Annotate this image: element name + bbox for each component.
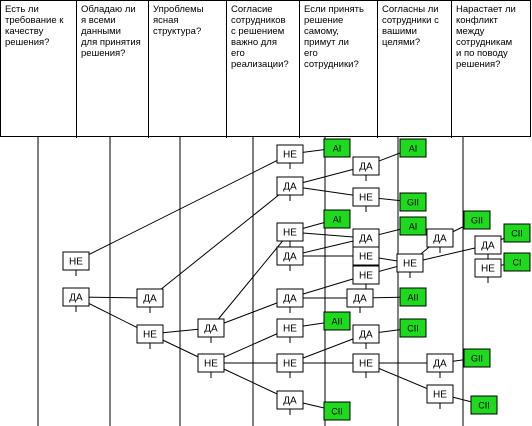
- outcome-box: [503, 223, 531, 243]
- outcome-label: CII: [331, 407, 343, 417]
- decision-label: ДА: [283, 252, 297, 263]
- decision-label: НЕ: [359, 359, 373, 370]
- decision-label: НЕ: [283, 324, 297, 335]
- outcome-label: CII: [511, 229, 523, 239]
- decision-label: ДА: [283, 294, 297, 305]
- decision-label: ДА: [143, 294, 157, 305]
- decision-label: ДА: [359, 162, 373, 173]
- outcome-label: AI: [333, 215, 342, 225]
- outcome-box: [503, 252, 531, 272]
- decision-label: ДА: [481, 241, 495, 252]
- decision-label: НЕ: [403, 259, 417, 270]
- outcome-label: GII: [471, 216, 483, 226]
- outcome-box: [470, 395, 498, 415]
- question-6: Согласны ли сотрудники с вашими целями?: [382, 4, 439, 48]
- header-divider: [299, 1, 300, 138]
- outcome-label: GII: [407, 198, 419, 208]
- question-3: Упроблемы ясная структура?: [153, 4, 204, 37]
- outcome-box: [399, 138, 427, 158]
- question-2: Обладаю ли я всеми данными для принятия …: [81, 4, 141, 59]
- header-divider: [451, 1, 452, 138]
- tree-edge: [149, 185, 291, 299]
- decision-label: НЕ: [69, 257, 83, 268]
- header-divider: [148, 1, 149, 138]
- outcome-label: CII: [407, 324, 419, 334]
- decision-label: НЕ: [359, 252, 373, 263]
- decision-label: ДА: [353, 294, 367, 305]
- outcome-box: [323, 209, 351, 229]
- decision-label: ДА: [204, 324, 218, 335]
- question-5: Если принять решение самому, примут ли е…: [304, 4, 364, 70]
- outcome-box: [463, 210, 491, 230]
- outcome-label: AII: [331, 317, 342, 327]
- decision-label: ДА: [433, 234, 447, 245]
- decision-label: ДА: [283, 182, 297, 193]
- outcome-box: [399, 192, 427, 212]
- outcome-box: [399, 318, 427, 338]
- decision-label: НЕ: [359, 271, 373, 282]
- decision-label: ДА: [359, 234, 373, 245]
- decision-label: НЕ: [481, 264, 495, 275]
- outcome-label: AI: [409, 222, 418, 232]
- decision-label: ДА: [359, 330, 373, 341]
- tree-edge: [210, 231, 291, 329]
- decision-label: НЕ: [433, 390, 447, 401]
- outcome-label: CI: [513, 258, 522, 268]
- tree-edge: [75, 153, 291, 262]
- outcome-box: [399, 216, 427, 236]
- outcome-label: AII: [407, 293, 418, 303]
- question-1: Есть ли требование к качеству решения?: [5, 4, 64, 48]
- outcome-label: CII: [478, 401, 490, 411]
- outcome-label: AI: [409, 144, 418, 154]
- question-header-row: Есть ли требование к качеству решения? Об…: [0, 0, 531, 138]
- outcome-box: [323, 138, 351, 158]
- header-divider: [226, 1, 227, 138]
- decision-label: НЕ: [143, 330, 157, 341]
- decision-label: НЕ: [283, 228, 297, 239]
- outcome-box: [463, 348, 491, 368]
- outcome-label: AI: [333, 144, 342, 154]
- outcome-box: [399, 287, 427, 307]
- decision-label: НЕ: [283, 359, 297, 370]
- decision-label: ДА: [433, 359, 447, 370]
- question-7: Нарастает ли конфликт между сотрудникам …: [456, 4, 516, 70]
- decision-label: ДА: [69, 293, 83, 304]
- outcome-label: GII: [471, 354, 483, 364]
- decision-label: НЕ: [359, 193, 373, 204]
- decision-label: ДА: [283, 396, 297, 407]
- decision-label: НЕ: [204, 359, 218, 370]
- outcome-box: [323, 311, 351, 331]
- header-divider: [377, 1, 378, 138]
- question-4: Согласие сотрудников с решением важно дл…: [231, 4, 289, 70]
- header-divider: [76, 1, 77, 138]
- decision-label: НЕ: [283, 150, 297, 161]
- outcome-box: [323, 401, 351, 421]
